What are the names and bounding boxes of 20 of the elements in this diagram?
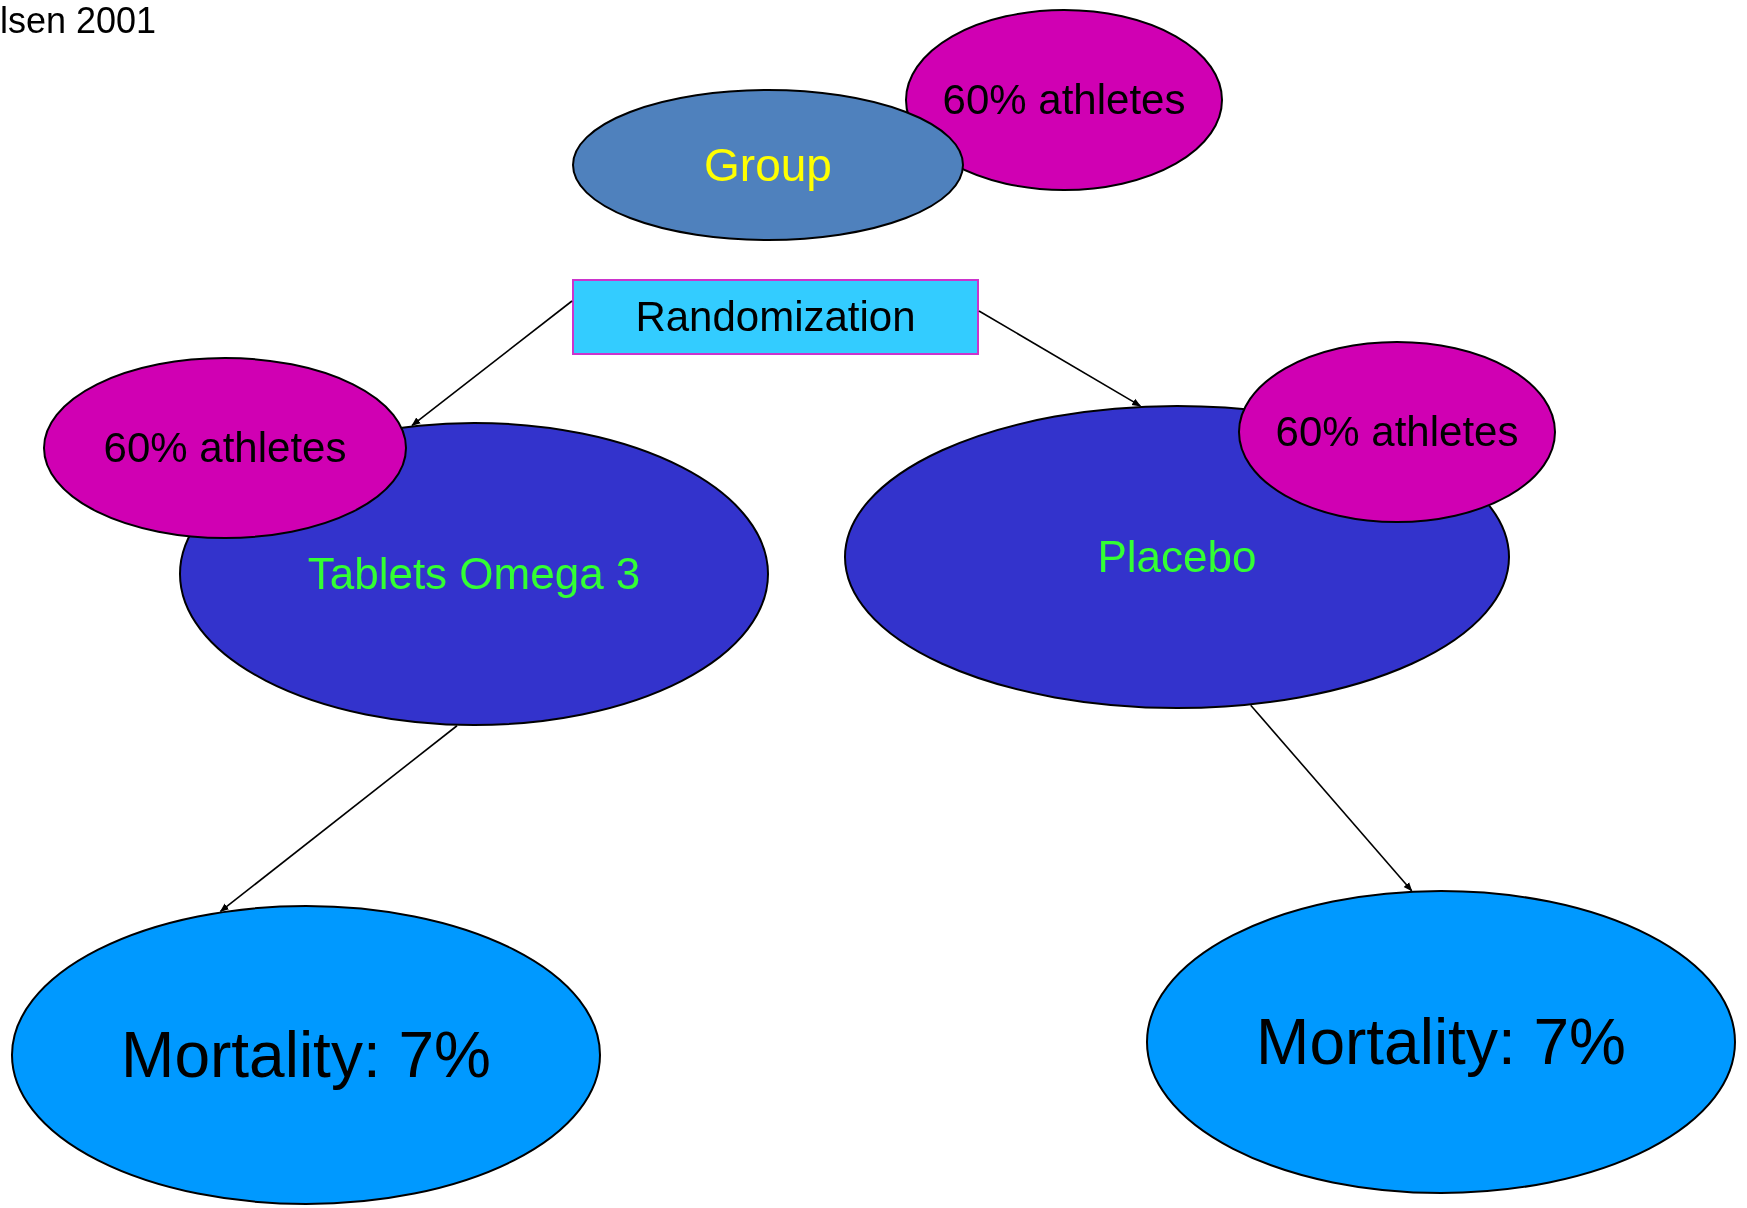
oval-node [11, 905, 601, 1205]
oval-node [905, 9, 1223, 191]
node-label: Mortality: 7% [1256, 1005, 1626, 1079]
oval-node [1146, 890, 1736, 1194]
oval-node [43, 357, 407, 539]
node-label: 60% athletes [1275, 408, 1519, 456]
arrow [978, 310, 1142, 407]
node-label: Mortality: 7% [121, 1018, 491, 1092]
process-box [572, 279, 979, 355]
node-label: Randomization [635, 293, 916, 341]
arrow [1249, 704, 1413, 892]
node-label: Placebo [1097, 532, 1257, 582]
arrow [219, 724, 458, 913]
arrow [411, 300, 573, 427]
node-label: 60% athletes [942, 76, 1186, 124]
oval-node [1238, 341, 1556, 523]
node-label: 60% athletes [103, 424, 347, 472]
node-label: Group [704, 138, 832, 192]
note-text: lsen 2001 [0, 0, 157, 42]
node-label: Tablets Omega 3 [307, 549, 641, 599]
